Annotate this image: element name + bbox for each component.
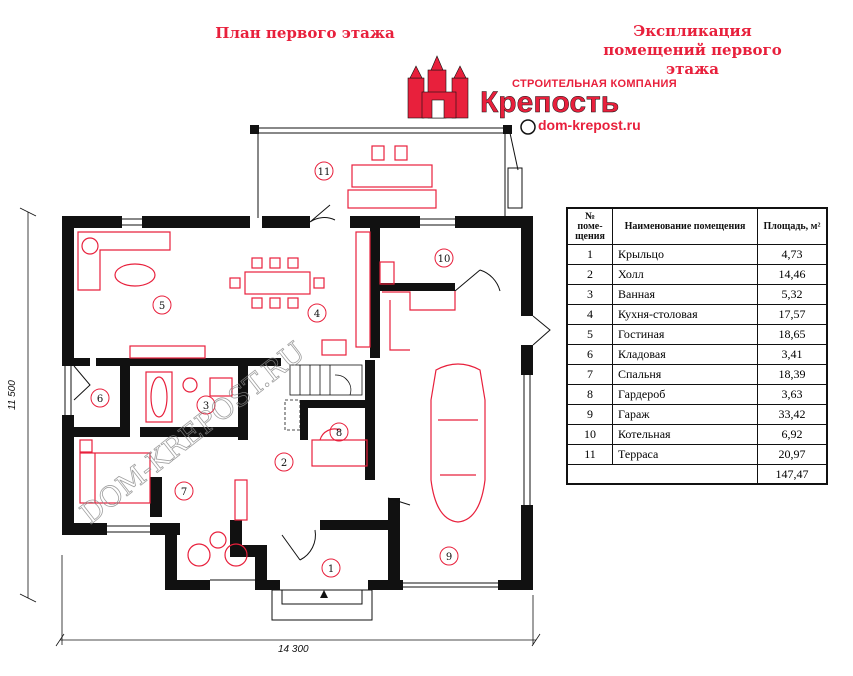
plan-title: План первого этажа bbox=[215, 24, 395, 42]
room-label: 2 bbox=[281, 458, 287, 469]
room-name: Холл bbox=[612, 264, 758, 285]
room-number: 8 bbox=[566, 384, 613, 405]
explication-title: Экспликация помещений первого этажа bbox=[603, 22, 782, 78]
room-area: 17,57 bbox=[757, 304, 828, 325]
room-name: Крыльцо bbox=[612, 244, 758, 265]
room-label: 6 bbox=[97, 394, 103, 405]
header-name: Наименование помещения bbox=[612, 207, 758, 245]
room-name: Спальня bbox=[612, 364, 758, 385]
total-area: 147,47 bbox=[757, 464, 828, 485]
width-dimension: 14 300 bbox=[278, 644, 309, 655]
room-number: 4 bbox=[566, 304, 613, 325]
room-name: Ванная bbox=[612, 284, 758, 305]
total-spacer bbox=[566, 464, 758, 485]
room-name: Терраса bbox=[612, 444, 758, 465]
room-area: 3,63 bbox=[757, 384, 828, 405]
room-label: 7 bbox=[181, 487, 187, 498]
room-label: 5 bbox=[159, 301, 165, 312]
entry-arrow-icon bbox=[320, 590, 328, 598]
room-number: 11 bbox=[566, 444, 613, 465]
room-number: 1 bbox=[566, 244, 613, 265]
logo-name: Крепость bbox=[480, 86, 620, 120]
room-number: 7 bbox=[566, 364, 613, 385]
windows bbox=[64, 218, 531, 588]
room-number: 6 bbox=[566, 344, 613, 365]
room-label: 4 bbox=[314, 309, 320, 320]
castle-logo-icon bbox=[407, 55, 469, 119]
room-area: 6,92 bbox=[757, 424, 828, 445]
room-labels: 1 2 3 4 5 6 7 8 9 10 11 bbox=[90, 161, 459, 578]
room-name: Кладовая bbox=[612, 344, 758, 365]
terrace-steps bbox=[507, 167, 523, 209]
explication-table: № поме-щения Наименование помещения Площ… bbox=[566, 207, 828, 485]
room-label: 9 bbox=[446, 552, 452, 563]
room-name: Гардероб bbox=[612, 384, 758, 405]
doors bbox=[73, 204, 551, 561]
room-number: 9 bbox=[566, 404, 613, 425]
room-area: 5,32 bbox=[757, 284, 828, 305]
room-label: 10 bbox=[438, 254, 451, 265]
dimension-lines bbox=[19, 207, 541, 647]
room-label: 11 bbox=[318, 167, 331, 178]
header-number: № поме-щения bbox=[566, 207, 613, 245]
room-name: Гараж bbox=[612, 404, 758, 425]
room-area: 3,41 bbox=[757, 344, 828, 365]
room-area: 33,42 bbox=[757, 404, 828, 425]
room-number: 3 bbox=[566, 284, 613, 305]
terrace-outline bbox=[255, 127, 519, 218]
globe-icon bbox=[520, 119, 536, 135]
room-label: 8 bbox=[336, 428, 342, 439]
room-label: 1 bbox=[328, 564, 334, 575]
table-header-row: № поме-щения Наименование помещения Площ… bbox=[566, 207, 828, 245]
logo-company: СТРОИТЕЛЬНАЯ КОМПАНИЯ bbox=[512, 78, 677, 90]
porch-step bbox=[281, 589, 363, 605]
table-total-row: 147,47 bbox=[566, 464, 828, 485]
room-number: 5 bbox=[566, 324, 613, 345]
room-area: 20,97 bbox=[757, 444, 828, 465]
room-name: Кухня-столовая bbox=[612, 304, 758, 325]
interior-walls bbox=[74, 228, 455, 550]
room-area: 18,39 bbox=[757, 364, 828, 385]
logo-url: dom-krepost.ru bbox=[538, 117, 641, 133]
room-number: 2 bbox=[566, 264, 613, 285]
height-dimension: 11 500 bbox=[7, 380, 18, 410]
room-number: 10 bbox=[566, 424, 613, 445]
terrace-post bbox=[250, 125, 259, 134]
room-area: 14,46 bbox=[757, 264, 828, 285]
room-area: 18,65 bbox=[757, 324, 828, 345]
room-name: Котельная bbox=[612, 424, 758, 445]
stairs bbox=[284, 364, 363, 431]
exterior-walls bbox=[62, 216, 533, 590]
room-name: Гостиная bbox=[612, 324, 758, 345]
room-area: 4,73 bbox=[757, 244, 828, 265]
header-area: Площадь, м² bbox=[757, 207, 828, 245]
furniture bbox=[77, 145, 486, 567]
terrace-post bbox=[503, 125, 512, 134]
room-label: 3 bbox=[203, 401, 209, 412]
